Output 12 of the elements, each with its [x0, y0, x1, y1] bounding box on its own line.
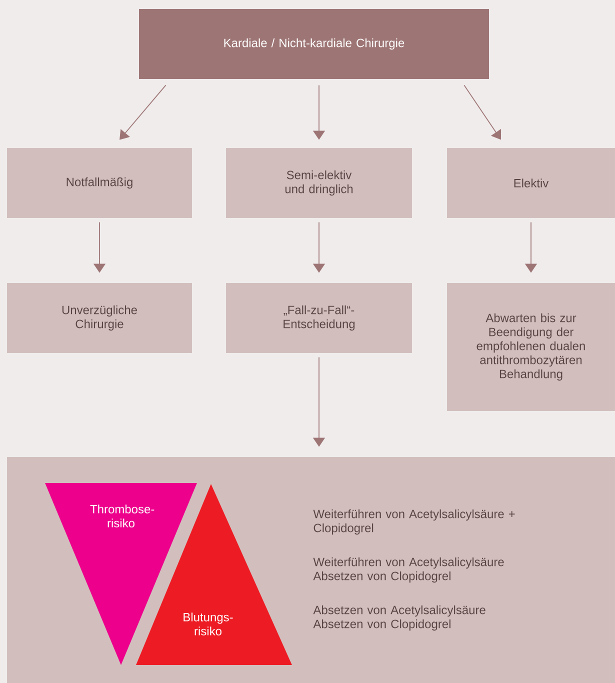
arrow	[120, 84, 166, 140]
process-box: Semi-elektiv und dringlich	[226, 148, 412, 218]
option-text: Weiterführen von Acetylsalicylsäure + Clopidogrel	[313, 509, 515, 535]
process-box: Elektiv	[447, 148, 615, 218]
process-box: Kardiale / Nicht-kardiale Chirurgie	[139, 9, 489, 79]
process-box: Abwarten bis zur Beendigung der empfohlenen dualen antithrombozytären Behandlung	[447, 283, 615, 411]
process-box: Notfallmäßig	[7, 148, 192, 218]
process-box: Unverzügliche Chirurgie	[7, 283, 192, 353]
option-text: Weiterführen von Acetylsalicylsäure Absetzen von Clopidogrel	[313, 557, 504, 583]
option-text: Absetzen von Acetylsalicylsäure Absetzen von Clopidogrel	[313, 605, 486, 631]
arrow	[464, 84, 502, 140]
process-box: „Fall-zu-Fall“-Entscheidung	[226, 283, 412, 353]
